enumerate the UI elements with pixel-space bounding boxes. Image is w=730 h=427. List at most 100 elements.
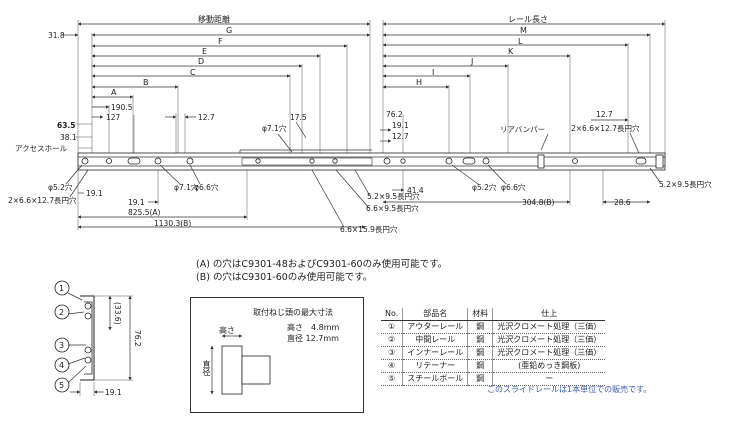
letter-I: I <box>432 68 434 77</box>
cell-finish: ー <box>492 372 606 386</box>
rail-length-label: レール長さ <box>508 15 548 24</box>
table-row: ⑤ スチールボール 鋼 ー <box>381 372 606 386</box>
cell-no: ③ <box>381 346 404 360</box>
dim-19-1-right: 19.1 <box>392 121 409 130</box>
section-num-1: 1 <box>59 284 64 293</box>
table-row: ② 中間レール 鋼 光沢クロメート処理（三価） <box>381 333 606 347</box>
dim-12-7-right: 12.7 <box>596 110 613 119</box>
table-row: ④ リテーナー 鋼 (亜鉛めっき鋼板) <box>381 359 606 373</box>
hole-7-1-top: φ7.1穴 <box>262 123 287 133</box>
screw-diameter-label: 直径 <box>202 360 211 376</box>
cell-finish: 光沢クロメート処理（三価） <box>492 346 606 360</box>
section-num-3: 3 <box>59 341 64 350</box>
cell-name: リテーナー <box>402 359 469 373</box>
section-num-2: 2 <box>59 308 64 317</box>
cell-name: アウターレール <box>402 320 469 334</box>
table-row: ① アウターレール 鋼 光沢クロメート処理（三価） <box>381 320 606 334</box>
letter-E: E <box>202 47 207 56</box>
screw-diameter-value: 直径 12.7mm <box>287 334 339 343</box>
hole-5-2-left: φ5.2穴 <box>48 182 73 192</box>
cell-finish: 光沢クロメート処理（三価） <box>492 333 606 347</box>
cell-no: ④ <box>381 359 404 373</box>
rear-bumper-label: リアバンパー <box>500 125 545 134</box>
dim-190-5: 190.5 <box>111 103 133 112</box>
letter-L: L <box>518 37 523 46</box>
slot-5-2x9-5-right: 5.2×9.5長円穴 <box>659 179 712 189</box>
cell-material: 鋼 <box>467 346 494 360</box>
dim-31-8: 31.8 <box>48 31 65 40</box>
screw-height-label: 高さ <box>219 326 235 335</box>
dim-12-7-left: 12.7 <box>198 113 215 122</box>
slot-5-2x9-5: 5.2×9.5長円穴 <box>367 191 420 201</box>
letter-K: K <box>508 47 514 56</box>
letter-F: F <box>218 37 223 46</box>
table-caption: このスライドレールは1本単位での販売です。 <box>487 385 652 394</box>
cell-material: 鋼 <box>467 359 494 373</box>
letter-C: C <box>190 68 196 77</box>
hole-5-2-right: φ5.2穴 <box>472 182 497 192</box>
slot-2x6-6-right: 2×6.6×12.7長円穴 <box>571 123 640 133</box>
dim-76-2: 76.2 <box>386 110 403 119</box>
screw-head-sketch <box>210 334 271 395</box>
letter-H: H <box>416 78 422 87</box>
dim-825-5: 825.5(A) <box>128 208 161 217</box>
parts-table: No. 部品名 材料 仕上 ① アウターレール 鋼 光沢クロメート処理（三価） … <box>381 308 606 386</box>
screw-head-box: 取付ねじ頭の最大寸法 高さ 高さ 4.8mm 直径 12.7mm 直径 <box>190 297 364 413</box>
col-no: No. <box>381 308 404 321</box>
dim-19-1-lower: 19.1 <box>86 189 103 198</box>
cell-name: スチールボール <box>402 372 469 386</box>
dim-304-8: 304.8(B) <box>522 198 555 207</box>
hole-6-6: φ6.6穴 <box>194 182 219 192</box>
cell-no: ① <box>381 320 404 334</box>
right-dimension-ladder <box>382 20 666 160</box>
col-material: 材料 <box>467 308 494 321</box>
letter-J: J <box>470 57 473 66</box>
letter-D: D <box>198 57 204 66</box>
dim-19-1-bottom: 19.1 <box>128 198 145 207</box>
letter-A: A <box>111 88 117 97</box>
cell-no: ② <box>381 333 404 347</box>
cross-section-view <box>54 280 133 396</box>
cell-material: 鋼 <box>467 320 494 334</box>
dim-127: 127 <box>106 113 121 122</box>
section-num-4: 4 <box>59 361 64 370</box>
col-finish: 仕上 <box>492 308 606 321</box>
section-dim-33-6: (33.6) <box>113 302 122 325</box>
access-hole-label: アクセスホール <box>15 144 68 153</box>
col-name: 部品名 <box>402 308 469 321</box>
travel-label: 移動距離 <box>198 14 230 24</box>
screw-height-value: 高さ 4.8mm <box>287 323 340 332</box>
cell-no: ⑤ <box>381 372 404 386</box>
dim-12-7-mid: 12.7 <box>392 132 409 141</box>
letter-G: G <box>226 26 232 35</box>
dim-41-4: 41.4 <box>407 186 424 195</box>
slot-6-6x9-5: 6.6×9.5長円穴 <box>366 203 419 213</box>
note-b: (B) の穴はC9301-60のみ使用可能です。 <box>196 272 373 283</box>
note-a: (A) の穴はC9301-48およびC9301-60のみ使用可能です。 <box>196 259 448 270</box>
letter-M: M <box>520 26 527 35</box>
cell-material: 鋼 <box>467 333 494 347</box>
slot-6-6x15-9: 6.6×15.9長円穴 <box>340 224 398 234</box>
cell-name: インナーレール <box>402 346 469 360</box>
slot-2x6-6-left: 2×6.6×12.7長円穴 <box>8 195 77 205</box>
dim-1130-3: 1130.3(B) <box>154 219 191 228</box>
table-row: ③ インナーレール 鋼 光沢クロメート処理（三価） <box>381 346 606 360</box>
hole-6-6-right: φ6.6穴 <box>501 182 526 192</box>
dim-63-5: 63.5 <box>57 121 76 130</box>
section-dim-76-2: 76.2 <box>133 330 142 347</box>
dim-28-6: 28.6 <box>614 198 631 207</box>
hole-7-1: φ7.1穴 <box>174 182 199 192</box>
cell-finish: (亜鉛めっき鋼板) <box>492 359 606 373</box>
section-dim-19-1: 19.1 <box>105 388 122 397</box>
left-dimension-ladder <box>77 20 371 160</box>
cell-finish: 光沢クロメート処理（三価） <box>492 320 606 334</box>
section-num-5: 5 <box>59 381 64 390</box>
dim-17-5: 17.5 <box>290 113 307 122</box>
screw-box-title: 取付ねじ頭の最大寸法 <box>253 308 333 317</box>
parts-table-header: No. 部品名 材料 仕上 <box>381 308 606 321</box>
letter-B: B <box>143 78 149 87</box>
dim-38-1: 38.1 <box>60 133 77 142</box>
slide-rail <box>77 149 666 171</box>
